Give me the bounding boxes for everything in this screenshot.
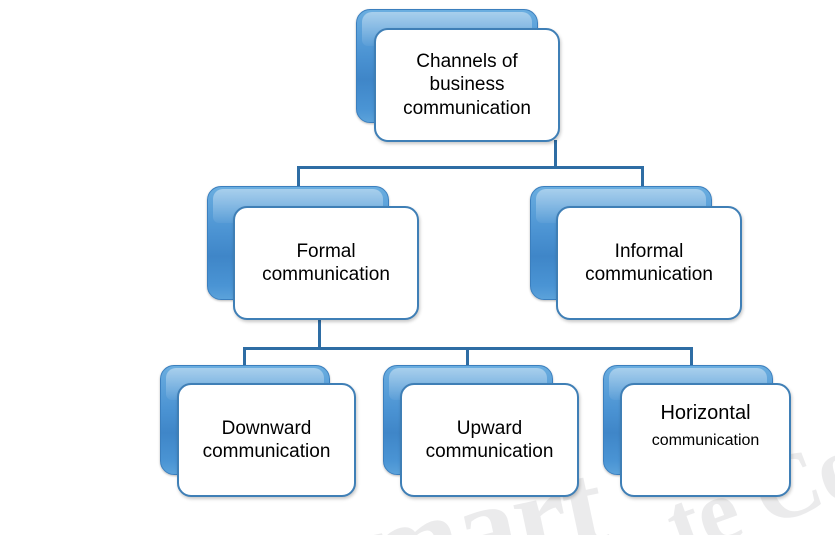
node-horizontal-label-line2: communication (651, 432, 760, 450)
connector-formal-down (318, 318, 321, 349)
node-informal-label-line2: communication (585, 264, 713, 285)
node-downward-label: Downward communication (197, 417, 337, 463)
node-downward-card[interactable]: Downward communication (177, 383, 356, 497)
node-root-label-line2: business (429, 74, 505, 96)
node-horizontal-label-line1: Horizontal (660, 402, 751, 424)
connector-root-down (554, 140, 557, 168)
node-upward-label: Upward communication (420, 417, 560, 463)
node-formal[interactable]: Formal communication (207, 186, 419, 320)
node-root-label-line1: Channels of (416, 51, 518, 73)
connector-to-horizontal (690, 347, 693, 371)
node-upward-card[interactable]: Upward communication (400, 383, 579, 497)
node-horizontal-card[interactable]: Horizontal communication (620, 383, 791, 497)
node-horizontal[interactable]: Horizontal communication (603, 365, 791, 497)
node-downward-label-line1: Downward (221, 417, 312, 439)
node-root-card[interactable]: Channels of business communication (374, 28, 560, 142)
connector-level2-bus (297, 166, 644, 169)
node-root-label-line3: communication (403, 97, 531, 119)
node-horizontal-label: Horizontal communication (622, 385, 789, 451)
node-downward[interactable]: Downward communication (160, 365, 356, 497)
connector-to-informal (641, 166, 644, 194)
node-informal[interactable]: Informal communication (530, 186, 742, 320)
node-formal-label-line1: Formal (296, 240, 356, 262)
node-formal-label-line2: communication (262, 264, 390, 285)
node-informal-card[interactable]: Informal communication (556, 206, 742, 320)
node-formal-label: Formal communication (256, 240, 396, 286)
connector-to-upward (466, 347, 469, 371)
node-upward-label-line2: communication (425, 441, 554, 462)
node-root[interactable]: Channels of business communication (356, 9, 560, 142)
node-root-label: Channels of business communication (397, 50, 537, 120)
node-informal-label: Informal communication (579, 240, 719, 286)
node-downward-label-line2: communication (202, 441, 331, 462)
connector-to-formal (297, 166, 300, 194)
node-informal-label-line1: Informal (614, 240, 684, 262)
node-upward-label-line1: Upward (456, 417, 523, 439)
node-upward[interactable]: Upward communication (383, 365, 579, 497)
connector-to-downward (243, 347, 246, 371)
node-formal-card[interactable]: Formal communication (233, 206, 419, 320)
